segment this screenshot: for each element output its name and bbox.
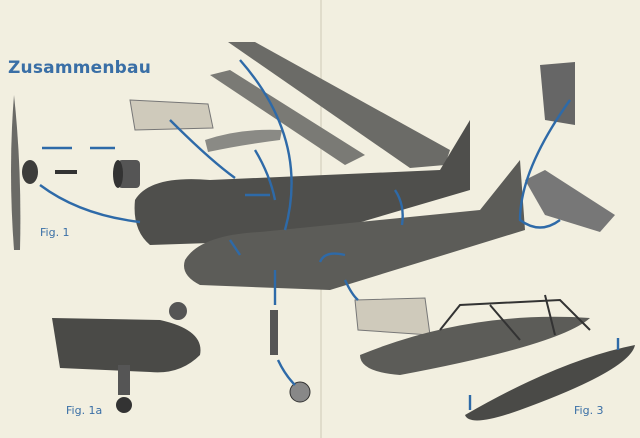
fuselage-half-right [184,160,525,290]
spinner-pin [55,170,77,174]
wing-strut [210,70,365,165]
fig1a-nose [52,302,201,413]
propeller [11,95,38,250]
float-assembly [360,294,635,421]
stabilizer [525,170,615,232]
fuselage-half-left [134,120,471,245]
assembly-arrows [39,59,620,410]
page-title: Zusammenbau [8,58,152,78]
tail-fin [540,62,575,125]
fig3-label: Fig. 3 [574,404,604,417]
fig1-label: Fig. 1 [40,226,70,239]
fig1a-label: Fig. 1a [66,404,103,417]
panel-part-2 [354,297,431,336]
landing-gear [270,310,311,403]
engine-cowl [113,160,140,188]
seat-part [205,129,282,152]
panel-part [129,99,214,131]
wing-upper [228,42,450,168]
